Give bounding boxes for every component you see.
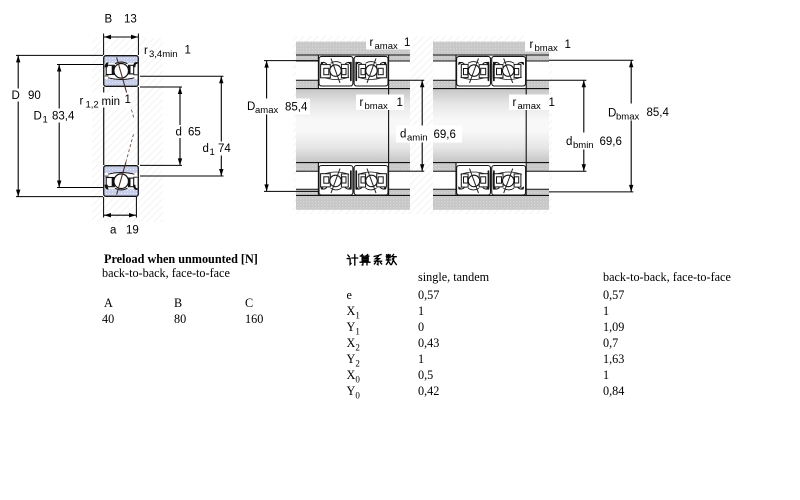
svg-text:d: d [566, 136, 572, 148]
svg-text:1: 1 [185, 45, 191, 57]
svg-text:65: 65 [188, 127, 201, 139]
svg-text:r: r [370, 37, 374, 49]
svg-text:d: d [203, 143, 209, 155]
svg-text:B: B [105, 14, 113, 26]
svg-text:13: 13 [124, 14, 137, 26]
svg-text:69,6: 69,6 [434, 129, 456, 141]
svg-text:r: r [360, 97, 364, 109]
svg-text:r: r [513, 97, 517, 109]
svg-text:1: 1 [43, 115, 48, 126]
svg-text:D: D [247, 101, 255, 113]
svg-text:amax: amax [375, 41, 398, 52]
svg-text:D: D [608, 108, 616, 120]
svg-text:1: 1 [397, 97, 403, 109]
svg-text:r: r [80, 96, 84, 108]
svg-text:1: 1 [549, 97, 555, 109]
svg-text:bmax: bmax [365, 101, 388, 112]
svg-text:1,2: 1,2 [86, 100, 99, 111]
svg-text:1: 1 [210, 147, 215, 158]
svg-text:bmin: bmin [573, 140, 594, 151]
svg-text:r: r [530, 39, 534, 51]
svg-text:1: 1 [125, 94, 131, 106]
svg-text:19: 19 [126, 225, 139, 237]
svg-text:1: 1 [404, 37, 410, 49]
svg-text:min: min [102, 96, 121, 108]
svg-text:bmax: bmax [535, 43, 558, 54]
svg-text:90: 90 [28, 90, 41, 102]
svg-text:bmax: bmax [616, 112, 639, 123]
svg-text:D: D [12, 90, 20, 102]
svg-text:69,6: 69,6 [600, 136, 622, 148]
svg-text:amax: amax [255, 105, 278, 116]
svg-text:85,4: 85,4 [285, 102, 308, 114]
svg-text:1: 1 [565, 39, 571, 51]
svg-text:r: r [144, 45, 148, 57]
svg-text:d: d [176, 127, 182, 139]
svg-text:a: a [110, 225, 117, 237]
svg-text:74: 74 [218, 143, 231, 155]
svg-text:D: D [34, 111, 42, 123]
svg-text:d: d [400, 129, 406, 141]
svg-text:amax: amax [518, 101, 541, 112]
svg-text:85,4: 85,4 [647, 107, 670, 119]
svg-text:amin: amin [407, 133, 428, 144]
svg-text:83,4: 83,4 [52, 111, 75, 123]
svg-text:3,4min: 3,4min [149, 49, 178, 60]
